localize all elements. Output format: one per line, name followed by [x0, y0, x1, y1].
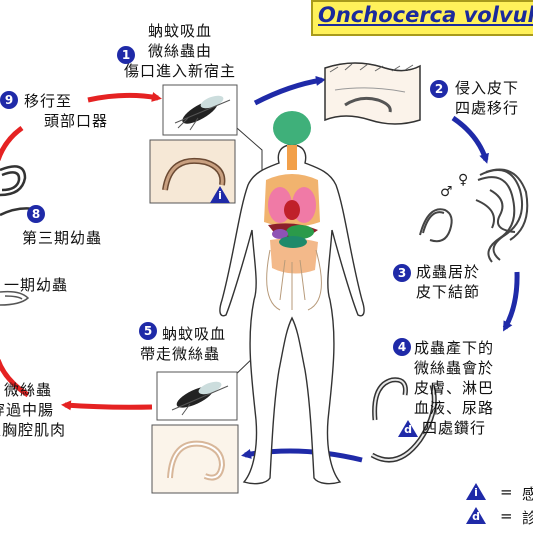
human-figure-image — [219, 144, 365, 485]
step-7-line-1: 一期幼蟲 — [4, 276, 69, 294]
infective-stage-badge — [210, 186, 230, 203]
blackfly-image-bottom — [156, 371, 238, 421]
arrow-skin-to-adults — [451, 115, 489, 164]
step-9-number: 9 — [0, 91, 18, 109]
step-2-line-1: 侵入皮下 — [455, 79, 520, 97]
organs-image — [264, 111, 322, 311]
microfilaria-image-bottom — [151, 424, 239, 494]
legend-i-text: 感 — [522, 485, 533, 503]
blackfly-image-top — [162, 84, 238, 136]
legend-d-text: 診 — [522, 509, 533, 527]
first-stage-larva-image — [0, 290, 30, 306]
step-3-line-2: 皮下結節 — [416, 283, 481, 301]
step-2-number: 2 — [430, 80, 448, 98]
arrow-fly-to-midgut — [61, 400, 153, 411]
step-1-line-1: 蚋蚊吸血 — [148, 22, 213, 40]
step-4-number: 4 — [393, 338, 411, 356]
step-9-line-2: 頭部口器 — [44, 112, 109, 130]
step-5-line-1: 蚋蚊吸血 — [162, 325, 227, 343]
step-6-line-3: 至胸腔肌肉 — [0, 421, 67, 439]
microfilariae-blood-image — [370, 377, 437, 463]
male-symbol: ♂ — [440, 184, 453, 200]
arrow-left-lower — [0, 359, 30, 398]
step-8-line-1: 第三期幼蟲 — [22, 229, 103, 247]
female-symbol: ♀ — [458, 172, 469, 188]
arrow-left-upper — [0, 125, 24, 161]
arrow-adults-to-nodule — [502, 271, 520, 332]
step-6-line-2: 穿過中腸 — [0, 401, 55, 419]
step-4-line-3: 皮膚、淋巴 — [414, 379, 495, 397]
step-1-number: 1 — [117, 46, 135, 64]
diagnostic-stage-badge — [398, 420, 418, 437]
step-5-number: 5 — [139, 322, 157, 340]
diagnostic-badge-letter: d — [404, 423, 412, 436]
step-3-line-1: 成蟲居於 — [416, 263, 481, 281]
step-4-line-5: 四處鑽行 — [422, 419, 487, 437]
step-5-line-2: 帶走微絲蟲 — [140, 345, 221, 363]
step-9-line-1: 移行至 — [24, 92, 73, 110]
step-1-line-2: 微絲蟲由 — [148, 42, 213, 60]
step-4-line-4: 血液、尿路 — [414, 399, 495, 417]
step-1-line-3: 傷口進入新宿主 — [124, 62, 237, 80]
title-box — [311, 0, 533, 36]
legend-d-equals: = — [500, 507, 513, 525]
legend-i-equals: = — [500, 483, 513, 501]
legend-d-letter: d — [472, 510, 480, 523]
arrow-to-fly-mouth — [87, 92, 162, 103]
step-8-number: 8 — [27, 205, 45, 223]
step-2-line-2: 四處移行 — [455, 99, 520, 117]
step-3-number: 3 — [393, 264, 411, 282]
diagram-title: Onchocerca volvulus — [318, 3, 533, 27]
step-4-line-2: 微絲蟲會於 — [414, 359, 495, 377]
legend-i-letter: i — [474, 486, 478, 499]
legend-badges — [466, 483, 486, 524]
skin-section-image — [324, 62, 421, 125]
adult-worms-image — [419, 168, 529, 263]
step-6-line-1: 微絲蟲 — [4, 381, 53, 399]
infective-badge-letter: i — [218, 189, 222, 202]
arrow-human-to-skin — [253, 75, 326, 106]
step-4-line-1: 成蟲產下的 — [414, 339, 495, 357]
